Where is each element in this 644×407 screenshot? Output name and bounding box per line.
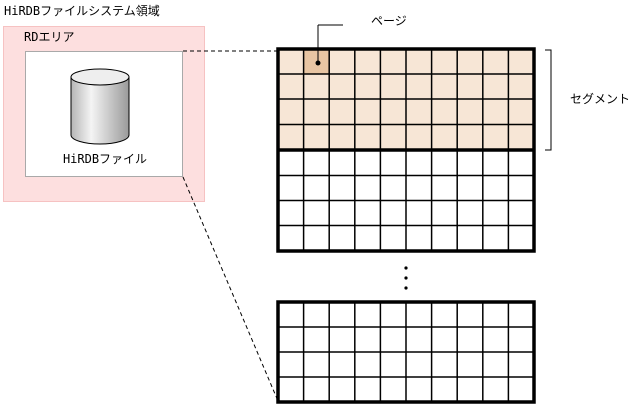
rdarea-label: RDエリア <box>24 30 75 44</box>
connector-bottom <box>182 176 279 402</box>
segment-3 <box>276 300 536 404</box>
hirdb-file-label: HiRDBファイル <box>62 152 148 166</box>
segment-2 <box>278 150 534 251</box>
page-label: ページ <box>371 14 407 28</box>
database-cylinder-icon <box>70 68 130 145</box>
filesystem-area-title: HiRDBファイルシステム領域 <box>4 4 160 18</box>
segment-bracket <box>545 49 552 151</box>
page-callout <box>315 24 343 66</box>
segment-label: セグメント <box>570 92 631 106</box>
rdarea-box: HiRDBファイル <box>25 51 183 177</box>
ellipsis-dots <box>404 266 408 290</box>
